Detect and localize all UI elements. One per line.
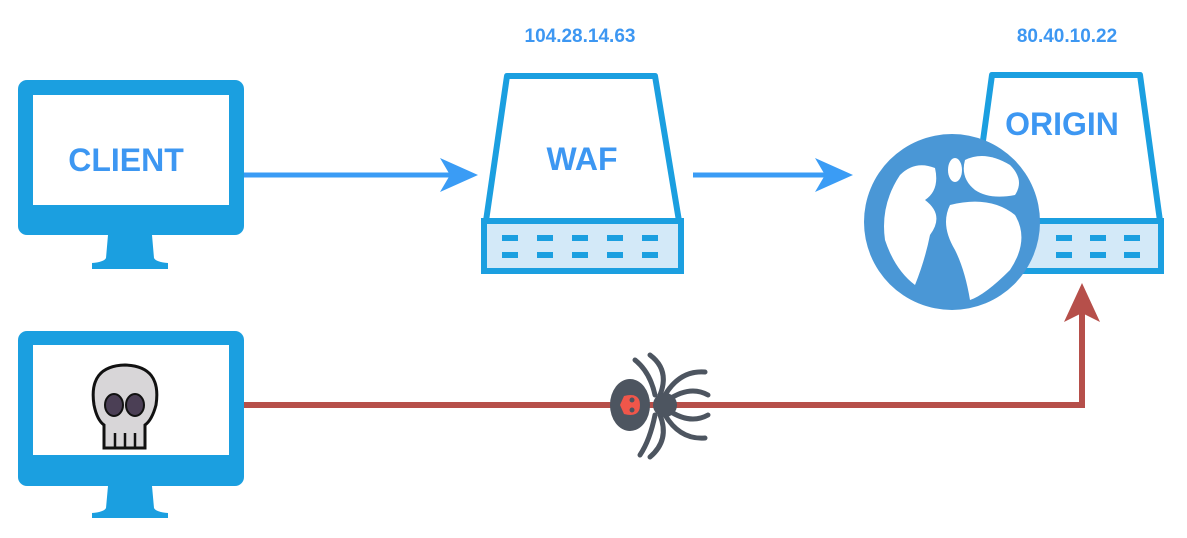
waf-label: WAF	[546, 141, 617, 177]
client-label: CLIENT	[68, 142, 184, 178]
spider-icon	[610, 352, 711, 460]
arrow-waf-to-origin	[693, 158, 853, 192]
arrow-client-to-waf	[244, 158, 478, 192]
client-monitor-icon	[18, 80, 244, 269]
skull-icon	[91, 363, 159, 450]
attack-path-arrow	[244, 283, 1100, 408]
origin-ip: 80.40.10.22	[1017, 26, 1117, 47]
waf-ip: 104.28.14.63	[525, 26, 636, 47]
origin-label: ORIGIN	[1005, 106, 1119, 142]
globe-icon	[864, 134, 1040, 310]
waf-server-icon	[481, 73, 684, 274]
